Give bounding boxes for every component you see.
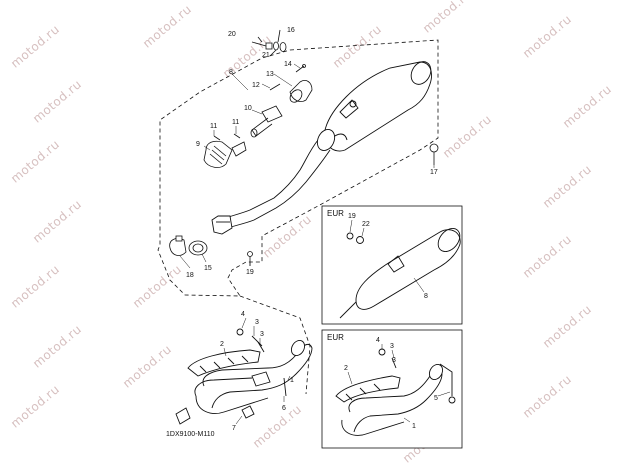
eur-label-top: EUR xyxy=(327,209,344,218)
callout-5-eur: 5 xyxy=(434,395,438,402)
callout-9: 9 xyxy=(196,141,200,148)
callout-7: 7 xyxy=(232,425,236,432)
callout-4: 4 xyxy=(241,311,245,318)
callout-11: 11 xyxy=(210,123,217,130)
callout-12: 12 xyxy=(252,82,260,89)
callout-3: 3 xyxy=(260,331,264,338)
callout-4-eur: 4 xyxy=(376,337,380,344)
lower-boundary xyxy=(239,295,311,395)
callout-1-eur: 1 xyxy=(412,423,416,430)
callout-3-eur: 3 xyxy=(390,343,394,350)
exhaust-header-left xyxy=(175,328,313,425)
bolt-and-washers xyxy=(251,29,287,57)
callout-8-eur: 8 xyxy=(424,293,428,300)
callout-14: 14 xyxy=(284,61,292,68)
eur-label-bottom: EUR xyxy=(327,333,344,342)
callout-17: 17 xyxy=(430,169,438,176)
callout-20: 20 xyxy=(228,31,236,38)
callout-3: 3 xyxy=(255,319,259,326)
callout-22: 22 xyxy=(362,221,370,228)
callout-19-eur: 19 xyxy=(348,213,356,220)
gasket-clamp xyxy=(169,235,253,266)
callout-21: 21 xyxy=(262,52,270,59)
callout-11: 11 xyxy=(232,119,239,126)
callout-15: 15 xyxy=(204,265,212,272)
callout-6: 6 xyxy=(282,405,286,412)
callout-2-eur: 2 xyxy=(344,365,348,372)
spark-arrester-parts xyxy=(203,64,313,168)
callout-10: 10 xyxy=(244,105,252,112)
callout-13: 13 xyxy=(266,71,274,78)
eur-header-pipe xyxy=(335,348,456,436)
muffler xyxy=(324,61,432,152)
callout-8: 8 xyxy=(229,69,233,76)
callout-18: 18 xyxy=(186,272,194,279)
callout-3-eur: 3 xyxy=(392,357,396,364)
callout-16: 16 xyxy=(287,27,295,34)
eur-muffler xyxy=(339,228,461,319)
front-pipe xyxy=(211,129,336,235)
callout-1: 1 xyxy=(290,377,294,384)
callout-19: 19 xyxy=(246,269,254,276)
assembly-boundary xyxy=(157,39,439,297)
callouts: 20 16 21 8 12 14 13 10 11 11 9 17 15 18 … xyxy=(166,27,438,438)
diagram-code: 1DX9100-M110 xyxy=(166,431,215,438)
leader-lines xyxy=(179,63,451,425)
callout-2: 2 xyxy=(220,341,224,348)
bolt-17 xyxy=(429,143,439,165)
